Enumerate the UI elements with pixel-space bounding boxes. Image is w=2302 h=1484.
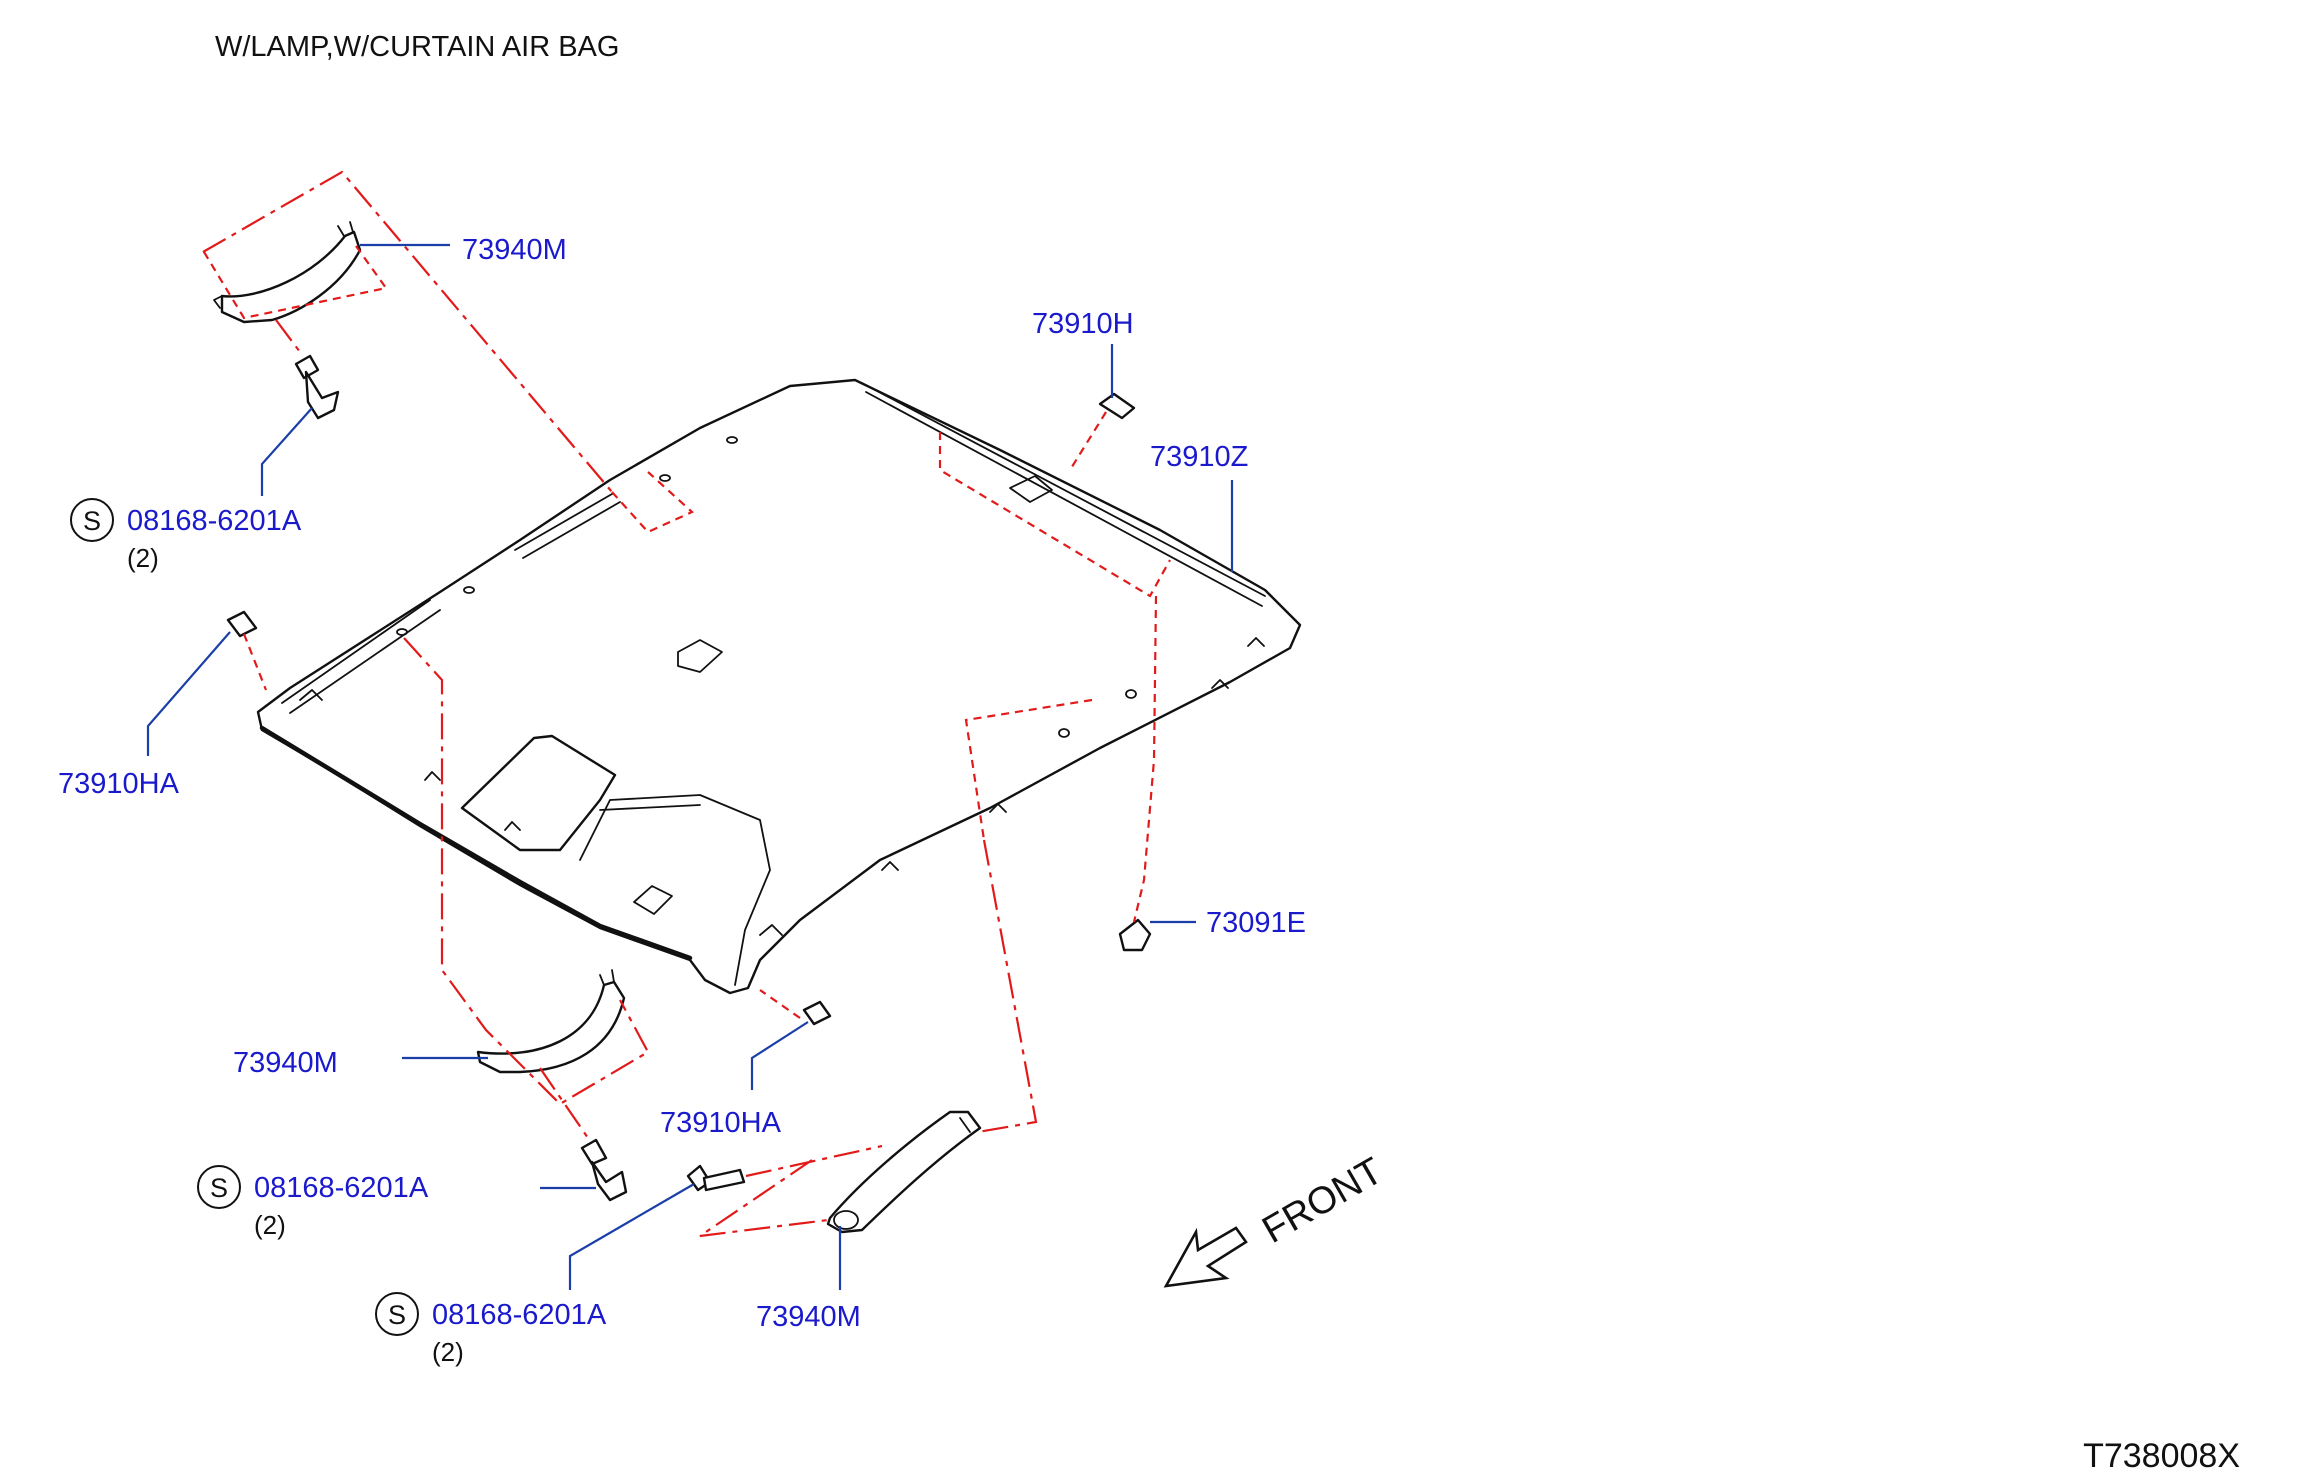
guide-grip-top-bolt [275,319,301,353]
guide-clip-left [242,633,268,691]
clip-73910ha-left-graphic[interactable] [226,610,258,638]
clip-73910ha-bottom-graphic[interactable] [802,1000,832,1026]
label-clip-bottom[interactable]: 73910HA [660,1107,782,1139]
bolt-top-graphic[interactable] [294,354,340,420]
label-headlining-73910z[interactable]: 73910Z [1150,441,1248,473]
bolt-middle-graphic[interactable] [580,1138,628,1202]
leader-clip-bottom [750,1021,809,1090]
bolt-bottom-qty: (2) [432,1337,464,1367]
guide-clip-73091e [1132,595,1158,923]
bolt-middle-number[interactable]: 08168-6201A [254,1172,429,1204]
label-grip-left[interactable]: 73940M [233,1047,338,1079]
standard-part-letter: S [210,1173,228,1203]
headlining-panel[interactable] [256,378,1302,995]
standard-part-symbol [70,498,114,542]
bolt-top-number[interactable]: 08168-6201A [127,505,302,537]
clip-73910h-graphic[interactable] [1098,392,1136,420]
diagram-code: T738008X [2083,1437,2240,1475]
label-clip-left[interactable]: 73910HA [58,768,180,800]
leader-clip-left [146,631,231,756]
guide-grip-top [202,170,613,493]
bolt-bottom-number[interactable]: 08168-6201A [432,1299,607,1331]
assist-grip-left[interactable] [476,969,626,1074]
front-direction-label: FRONT [1256,1150,1390,1252]
guide-grip-left-bolt [539,1067,589,1139]
clip-73091e-graphic[interactable] [1118,918,1152,952]
bolt-top-qty: (2) [127,543,159,573]
bolt-middle-qty: (2) [254,1210,286,1240]
bolt-callout-bottom[interactable]: S 08168-6201A (2) [375,1292,607,1367]
leader-bolt-top [260,407,313,496]
standard-part-letter: S [388,1300,406,1330]
label-grip-bottom[interactable]: 73940M [756,1301,861,1333]
front-arrow-icon [1163,1226,1248,1288]
guide-clip-bottom [759,989,801,1019]
guide-clip-73910h [938,411,1171,598]
standard-part-symbol [197,1165,241,1209]
standard-part-letter: S [83,506,101,536]
assist-grip-top[interactable] [213,221,362,324]
label-clip-73910h[interactable]: 73910H [1032,308,1134,340]
bolt-callout-top[interactable]: S 08168-6201A (2) [70,498,302,573]
guide-grip-top-hole [611,471,694,534]
guide-grip-bottom-bolt [699,1144,883,1238]
assist-grip-bottom[interactable] [826,1110,982,1234]
bolt-callout-middle[interactable]: S 08168-6201A (2) [197,1165,429,1240]
label-grip-top[interactable]: 73940M [462,234,567,266]
variant-note: W/LAMP,W/CURTAIN AIR BAG [215,31,619,63]
leader-bolt-bottom [568,1183,695,1290]
guide-grip-bottom-long [977,839,1038,1134]
label-clip-73091e[interactable]: 73091E [1206,907,1306,939]
guide-grip-bottom [964,698,1093,841]
guide-grip-left [403,637,650,1106]
standard-part-symbol [375,1292,419,1336]
bolt-bottom-graphic[interactable] [686,1164,746,1192]
